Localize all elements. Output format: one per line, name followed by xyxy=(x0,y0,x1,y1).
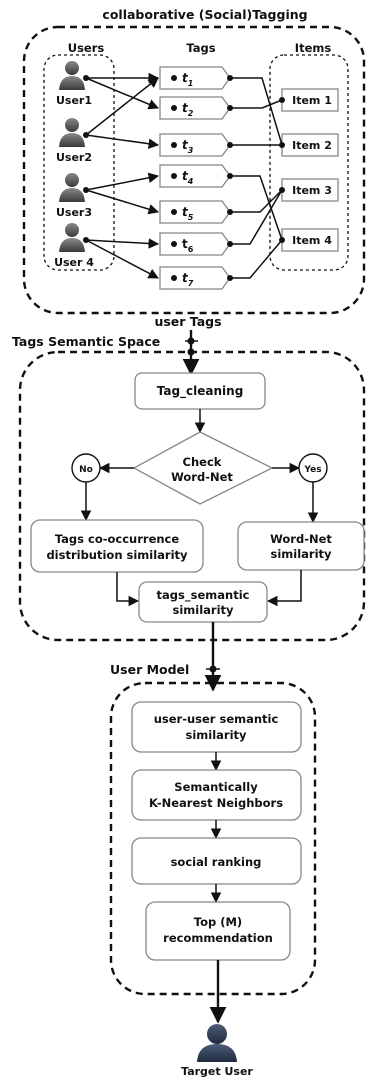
user-model-title: User Model xyxy=(110,662,189,677)
tag-box: t3 xyxy=(159,133,231,157)
tag-cleaning-label: Tag_cleaning xyxy=(157,384,244,399)
tag-label: t1 xyxy=(182,71,193,88)
tag-sub: 2 xyxy=(188,109,194,118)
tag-dot xyxy=(171,275,177,281)
user-tags-label: user Tags xyxy=(154,314,221,329)
tag-shape xyxy=(159,200,231,224)
yes-label: Yes xyxy=(303,465,321,475)
tag-label: t6 xyxy=(182,237,194,254)
tag-box: t7 xyxy=(159,266,231,290)
wordnet-sim-line1: Word-Net xyxy=(270,532,332,546)
tag-shape xyxy=(159,164,231,188)
tagging-container xyxy=(22,25,366,315)
tag-base: t xyxy=(182,138,189,152)
knn-line2: K-Nearest Neighbors xyxy=(149,796,283,810)
item-label: Item 2 xyxy=(292,139,332,152)
tag-dot xyxy=(171,105,177,111)
user-tag-edges xyxy=(83,72,160,279)
item-label: Item 1 xyxy=(292,94,332,107)
tag-sub: 7 xyxy=(188,279,194,288)
item-box: Item 4 xyxy=(281,228,339,252)
tag-item-edges xyxy=(227,75,285,281)
tag-shape xyxy=(159,232,231,256)
user-avatar-4 xyxy=(59,223,85,252)
tag-label: t7 xyxy=(182,271,194,288)
item-label: Item 3 xyxy=(292,184,332,197)
tag-base: t xyxy=(182,101,189,115)
tag-sub: 3 xyxy=(188,146,194,155)
cooccurrence-box xyxy=(30,519,204,573)
users-header: Users xyxy=(68,41,105,55)
user-label: User3 xyxy=(56,206,92,219)
tag-shape xyxy=(159,133,231,157)
tag-box: t1 xyxy=(159,66,231,90)
knn-box xyxy=(131,769,302,821)
check-line2: Word-Net xyxy=(171,470,233,484)
tag-label: t2 xyxy=(182,101,194,118)
user-label: User2 xyxy=(56,151,92,164)
topm-line1: Top (M) xyxy=(194,915,242,929)
cooccurrence-line1: Tags co-occurrence xyxy=(55,532,180,546)
user-user-similarity-box xyxy=(131,701,302,753)
tag-box: t6 xyxy=(159,232,231,256)
social-ranking-label: social ranking xyxy=(171,855,262,869)
tag-base: t xyxy=(182,237,188,251)
topm-line2: recommendation xyxy=(163,931,273,945)
tag-base: t xyxy=(182,271,189,285)
tss-line2: similarity xyxy=(172,603,234,617)
tag-dot xyxy=(171,241,177,247)
tag-label: t3 xyxy=(182,138,194,155)
tag-box: t5 xyxy=(159,200,231,224)
tag-shape xyxy=(159,96,231,120)
tag-shape xyxy=(159,266,231,290)
tag-base: t xyxy=(182,169,189,183)
wordnet-sim-line2: similarity xyxy=(270,547,332,561)
item-box: Item 3 xyxy=(281,178,339,202)
item-box: Item 1 xyxy=(281,88,339,112)
semantic-space-container xyxy=(18,350,366,642)
tag-dot xyxy=(171,142,177,148)
check-line1: Check xyxy=(183,455,222,469)
tag-sub: 6 xyxy=(188,245,194,254)
items-header: Items xyxy=(295,41,332,55)
user-avatar-1 xyxy=(59,61,85,90)
tag-box: t2 xyxy=(159,96,231,120)
users-group xyxy=(43,54,115,271)
tag-dot xyxy=(171,75,177,81)
tags-semantic-similarity-box xyxy=(138,581,268,623)
tss-line1: tags_semantic xyxy=(157,588,250,603)
uus-line2: similarity xyxy=(185,728,247,742)
semantic-space-title: Tags Semantic Space xyxy=(12,334,160,349)
tag-box: t4 xyxy=(159,164,231,188)
user-model-container xyxy=(109,681,317,996)
cooccurrence-line2: distribution similarity xyxy=(46,548,188,562)
wordnet-similarity-box xyxy=(237,521,365,571)
item-label: Item 4 xyxy=(292,234,332,247)
tag-sub: 4 xyxy=(187,177,194,186)
tag-dot xyxy=(171,173,177,179)
tagging-title: collaborative (Social)Tagging xyxy=(102,7,307,22)
tag-base: t xyxy=(182,205,189,219)
user-avatar-2 xyxy=(59,118,85,147)
tag-shape xyxy=(159,66,231,90)
user-label: User1 xyxy=(56,94,92,107)
items-group xyxy=(269,54,349,271)
user-label: User 4 xyxy=(54,256,94,269)
tag-sub: 5 xyxy=(188,213,194,222)
tag-label: t5 xyxy=(182,205,194,222)
no-label: No xyxy=(79,465,93,475)
target-user-label: Target User xyxy=(181,1065,253,1078)
tag-label: t4 xyxy=(182,169,194,186)
tag-dot xyxy=(171,209,177,215)
uus-line1: user-user semantic xyxy=(154,712,279,726)
target-user-avatar xyxy=(197,1024,237,1062)
item-box: Item 2 xyxy=(281,133,339,157)
tags-header: Tags xyxy=(186,41,215,55)
knn-line1: Semantically xyxy=(174,780,258,794)
tag-sub: 1 xyxy=(188,79,194,88)
check-wordnet-diamond xyxy=(132,431,274,505)
tag-base: t xyxy=(182,71,189,85)
user-avatar-3 xyxy=(59,173,85,202)
